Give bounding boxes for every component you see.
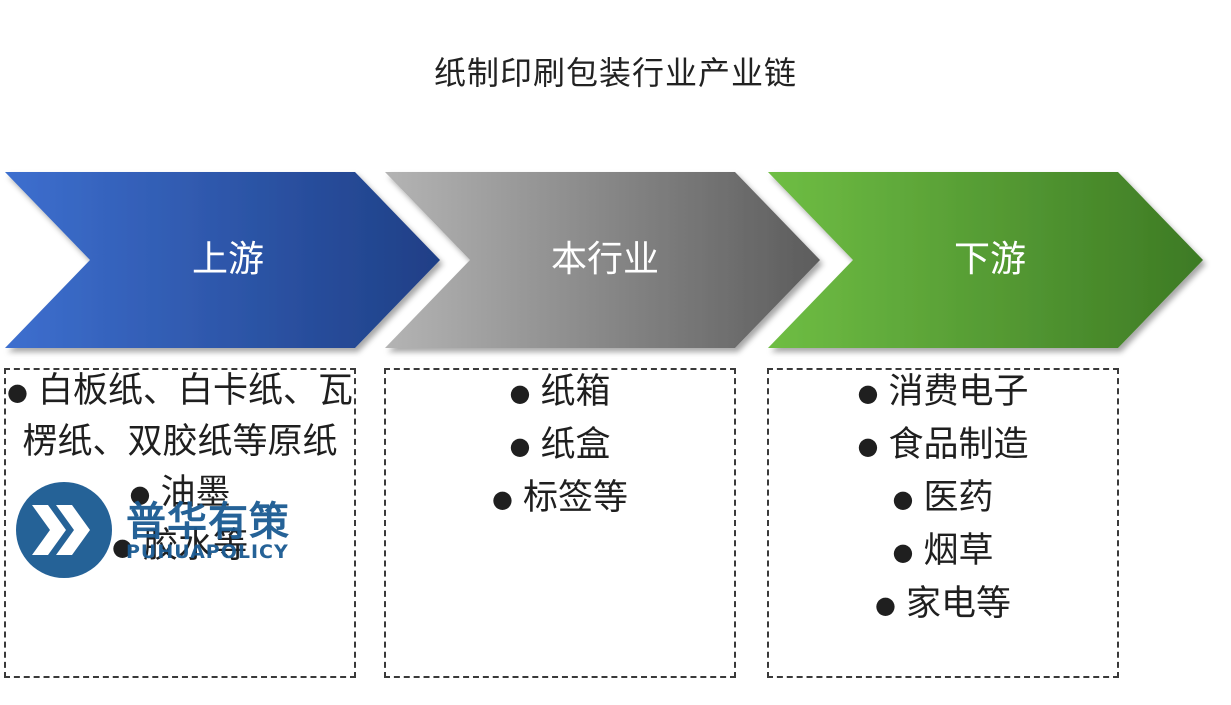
- diagram-title: 纸制印刷包装行业产业链: [433, 54, 797, 92]
- list-item: ●胶水等: [112, 526, 248, 566]
- upstream-list: ●白板纸、白卡纸、瓦楞纸、双胶纸等原纸 ●油墨 ●胶水等: [6, 366, 354, 573]
- watermark-logo: 普华有策 PUHUAPOLICY: [14, 475, 304, 585]
- chevron-logo-icon: [16, 482, 112, 578]
- downstream-list: ●消费电子 ●食品制造 ●医药 ●烟草 ●家电等: [769, 366, 1117, 631]
- downstream-box: ●消费电子 ●食品制造 ●医药 ●烟草 ●家电等: [767, 368, 1119, 678]
- stage-label-industry: 本行业: [550, 239, 659, 280]
- stage-label-downstream: 下游: [953, 239, 1026, 280]
- watermark-name-cn: 普华有策: [126, 499, 290, 545]
- list-item: ●烟草: [892, 531, 994, 571]
- list-item: ●纸盒: [509, 425, 611, 465]
- chevron-downstream: [768, 172, 1203, 348]
- list-item: ●油墨: [129, 473, 231, 513]
- list-item: ●食品制造: [857, 425, 1029, 465]
- list-item: ●白板纸、白卡纸、瓦楞纸、双胶纸等原纸: [7, 371, 353, 462]
- stage-label-upstream: 上游: [191, 239, 264, 280]
- watermark-name-en: PUHUAPOLICY: [126, 541, 289, 563]
- chevron-industry: [385, 172, 820, 348]
- industry-list: ●纸箱 ●纸盒 ●标签等: [386, 366, 734, 525]
- list-item: ●标签等: [492, 478, 628, 518]
- list-item: ●家电等: [875, 584, 1011, 624]
- industry-box: ●纸箱 ●纸盒 ●标签等: [384, 368, 736, 678]
- chevron-upstream: [5, 172, 440, 348]
- list-item: ●消费电子: [857, 372, 1029, 412]
- upstream-box: ●白板纸、白卡纸、瓦楞纸、双胶纸等原纸 ●油墨 ●胶水等: [4, 368, 356, 678]
- list-item: ●医药: [892, 478, 994, 518]
- list-item: ●纸箱: [509, 372, 611, 412]
